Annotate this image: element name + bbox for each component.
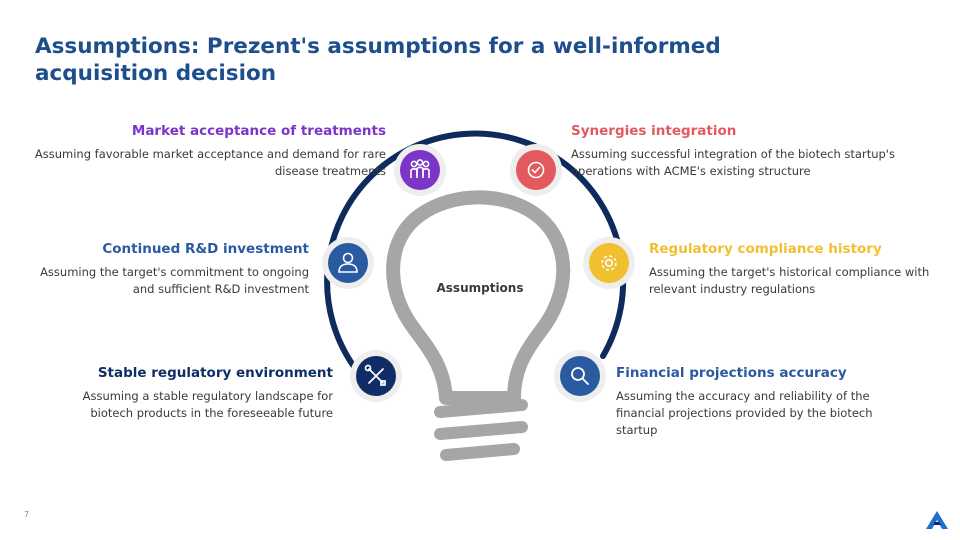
assumption-description: Assuming the target's historical complia… [649, 265, 930, 296]
gear-icon [583, 237, 635, 289]
assumption-financial-projections: Financial projections accuracy Assuming … [616, 364, 886, 439]
assumption-heading: Regulatory compliance history [649, 241, 882, 257]
assumption-compliance-history: Regulatory compliance history Assuming t… [649, 240, 934, 298]
slide-title: Assumptions: Prezent's assumptions for a… [35, 34, 721, 86]
assumption-heading: Financial projections accuracy [616, 365, 847, 381]
people-icon [394, 144, 446, 196]
assumption-regulatory-environment: Stable regulatory environment Assuming a… [50, 364, 333, 422]
assumption-market-acceptance: Market acceptance of treatments Assuming… [30, 122, 386, 180]
user-icon [322, 237, 374, 289]
assumption-rd-investment: Continued R&D investment Assuming the ta… [40, 240, 309, 298]
magnifier-icon [554, 350, 606, 402]
assumption-description: Assuming favorable market acceptance and… [34, 147, 386, 178]
bulb-base-line-3 [440, 443, 520, 461]
center-label: Assumptions [436, 281, 524, 295]
bulb-base-line-1 [434, 399, 528, 418]
check-badge-icon [510, 144, 562, 196]
assumption-heading: Market acceptance of treatments [131, 123, 386, 139]
company-logo-icon [926, 511, 948, 529]
page-number: 7 [24, 510, 30, 519]
bulb-base-line-2 [434, 421, 528, 440]
assumption-description: Assuming a stable regulatory landscape f… [82, 389, 333, 420]
assumption-description: Assuming the target's commitment to ongo… [40, 265, 309, 296]
assumption-heading: Stable regulatory environment [97, 365, 333, 381]
bulb-outline [386, 190, 571, 405]
assumption-description: Assuming the accuracy and reliability of… [616, 389, 873, 437]
assumption-synergies: Synergies integration Assuming successfu… [571, 122, 931, 180]
tools-icon [350, 350, 402, 402]
assumption-description: Assuming successful integration of the b… [571, 147, 895, 178]
assumption-heading: Continued R&D investment [102, 241, 309, 257]
assumption-heading: Synergies integration [571, 123, 737, 139]
